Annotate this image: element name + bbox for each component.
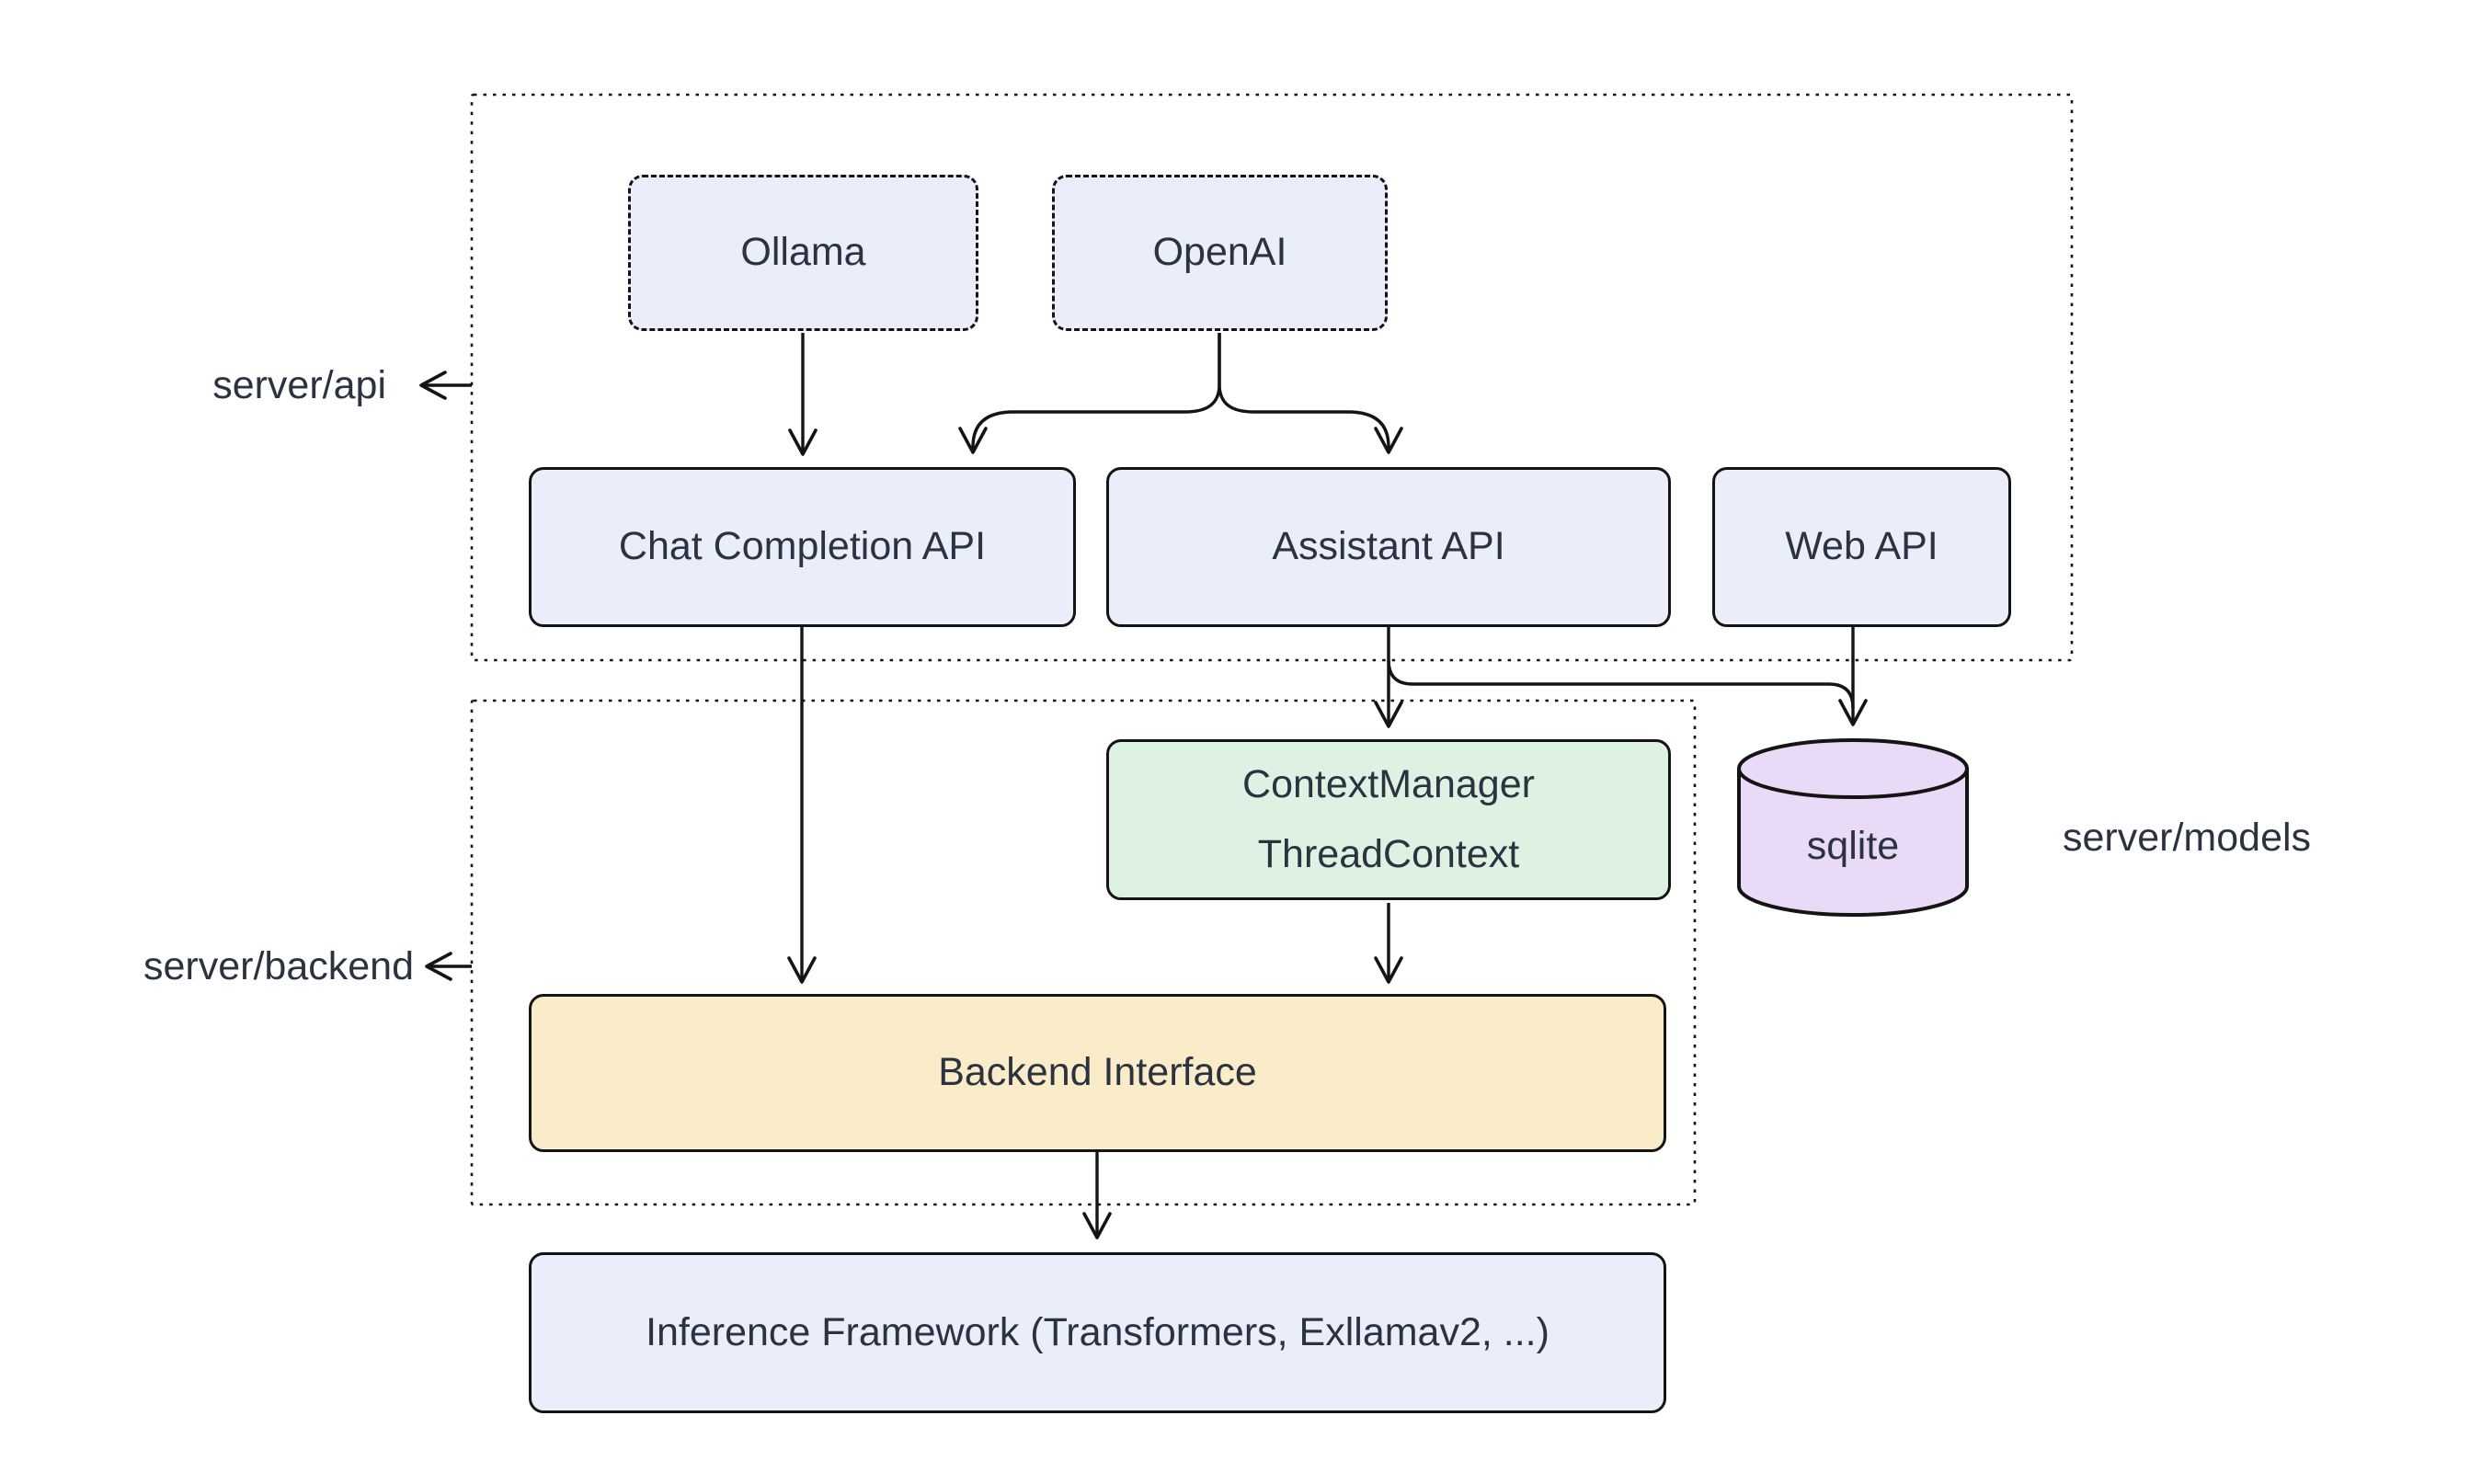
node-ollama: Ollama <box>628 175 978 331</box>
server-backend-container-border <box>470 699 1697 1206</box>
node-chat-completion-api-label: Chat Completion API <box>618 524 987 569</box>
node-context-manager: ContextManager ThreadContext <box>1106 739 1671 900</box>
node-backend-interface-label: Backend Interface <box>938 1050 1257 1095</box>
node-openai-label: OpenAI <box>1152 230 1287 275</box>
node-chat-completion-api: Chat Completion API <box>529 467 1076 627</box>
node-context-manager-line2: ThreadContext <box>1257 831 1520 876</box>
node-sqlite-label: sqlite <box>1807 824 1899 868</box>
node-openai: OpenAI <box>1052 175 1388 331</box>
database-cylinder-icon: sqlite <box>1737 738 1969 917</box>
node-context-manager-line1: ContextManager <box>1242 761 1535 806</box>
server-backend-label: server/backend <box>143 943 414 988</box>
node-assistant-api: Assistant API <box>1106 467 1671 627</box>
node-web-api-label: Web API <box>1785 524 1938 569</box>
node-backend-interface: Backend Interface <box>529 994 1666 1152</box>
node-ollama-label: Ollama <box>740 230 866 275</box>
node-inference-framework: Inference Framework (Transformers, Exlla… <box>529 1252 1666 1413</box>
node-web-api: Web API <box>1712 467 2011 627</box>
node-inference-framework-label: Inference Framework (Transformers, Exlla… <box>646 1309 1549 1354</box>
edge-assistant-api-branch-to-sqlite <box>1387 659 1855 709</box>
server-api-label: server/api <box>212 362 386 407</box>
node-assistant-api-label: Assistant API <box>1272 524 1505 569</box>
node-sqlite-database: sqlite <box>1733 734 1973 922</box>
edge-openai-to-assistant-api <box>1218 333 1403 454</box>
edge-openai-to-chat-completion-api <box>958 333 1221 454</box>
server-models-label: server/models <box>2063 815 2312 860</box>
